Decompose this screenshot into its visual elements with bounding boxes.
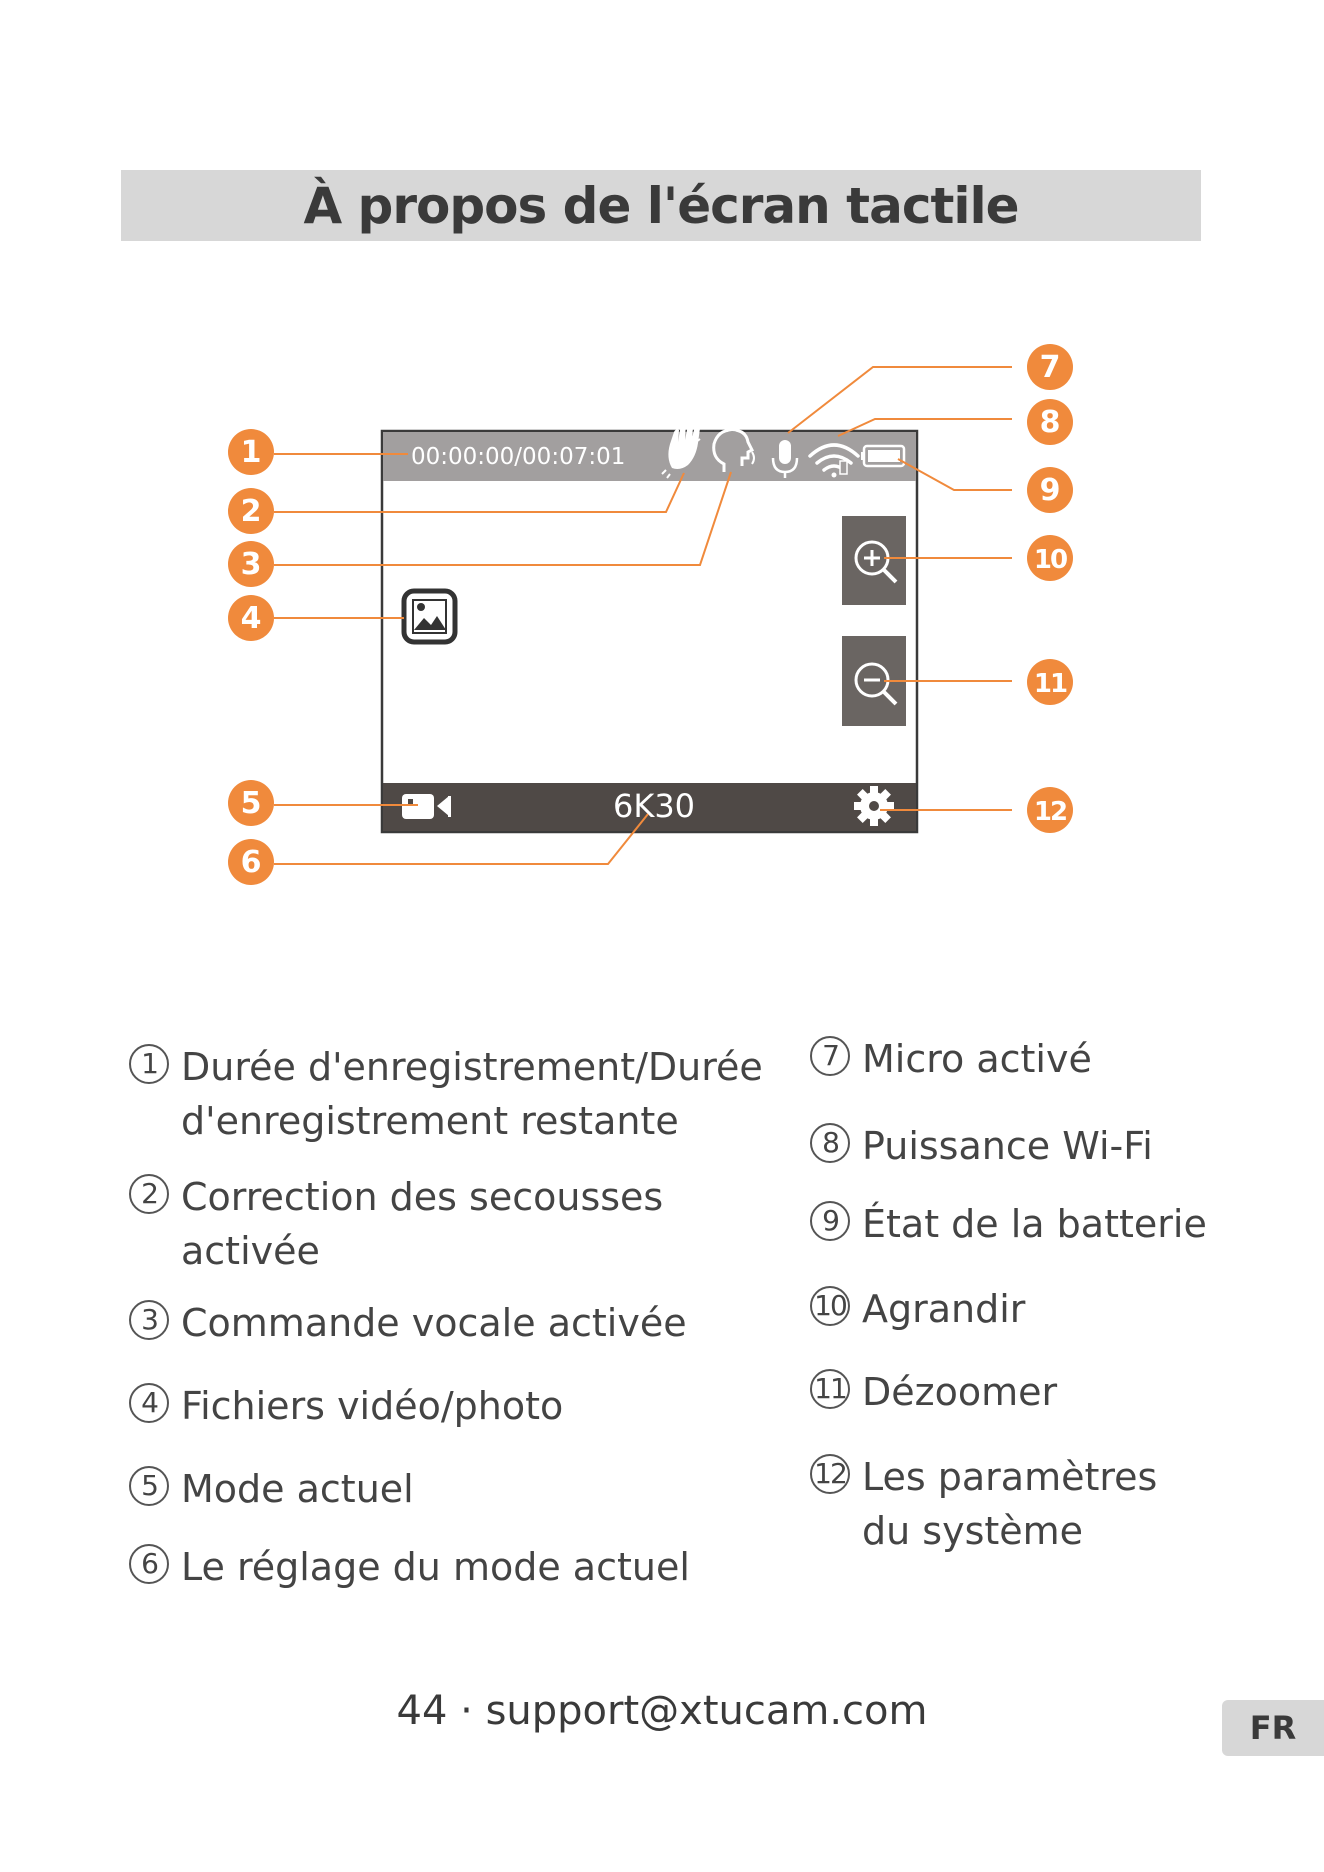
svg-text:6: 6 <box>241 845 262 880</box>
svg-text:2: 2 <box>241 494 262 529</box>
callout-lines <box>274 366 1012 865</box>
legend-label: Fichiers vidéo/photo <box>181 1384 564 1428</box>
callout-4: 4 <box>228 595 274 641</box>
callout-1: 1 <box>228 429 274 475</box>
battery-icon <box>861 444 906 468</box>
legend-number: 8 <box>810 1123 850 1163</box>
page-number: 44 <box>396 1688 448 1734</box>
legend-number: 9 <box>810 1201 850 1241</box>
svg-text:9: 9 <box>1040 473 1061 508</box>
title-bar: À propos de l'écran tactile <box>121 170 1201 241</box>
legend-number: 12 <box>810 1454 850 1494</box>
language-label: FR <box>1249 1709 1297 1747</box>
video-camera-icon[interactable] <box>402 794 451 819</box>
callout-2: 2 <box>228 488 274 534</box>
hand-shake-icon <box>661 417 701 479</box>
svg-text:7: 7 <box>1040 350 1061 385</box>
resolution-setting[interactable]: 6K30 <box>613 787 695 825</box>
gear-icon[interactable] <box>854 786 894 826</box>
legend-label: Le réglage du mode actuel <box>181 1545 690 1589</box>
legend-label: État de la batterie <box>862 1202 1207 1246</box>
zoom-in-button[interactable] <box>842 516 906 605</box>
legend-number: 10 <box>810 1286 850 1326</box>
legend-label: Commande vocale activée <box>181 1301 687 1345</box>
callout-6: 6 <box>228 839 274 885</box>
callout-5: 5 <box>228 780 274 826</box>
legend-label: Dézoomer <box>862 1370 1058 1414</box>
svg-text:4: 4 <box>241 601 262 636</box>
callout-7: 7 <box>1027 344 1073 390</box>
callout-11: 11 <box>1027 659 1073 705</box>
legend-label: Puissance Wi-Fi <box>862 1124 1153 1168</box>
recording-time: 00:00:00/00:07:01 <box>411 444 625 470</box>
support-email[interactable]: support@xtucam.com <box>485 1688 928 1734</box>
svg-text:5: 5 <box>241 786 262 821</box>
microphone-icon <box>771 440 799 478</box>
voice-head-icon <box>712 428 755 472</box>
wifi-icon <box>808 443 860 478</box>
legend-number: 5 <box>129 1466 169 1506</box>
legend-label: Mode actuel <box>181 1467 414 1511</box>
callout-9: 9 <box>1027 467 1073 513</box>
legend-number: 1 <box>129 1044 169 1084</box>
footer-separator: · <box>460 1688 473 1734</box>
svg-text:8: 8 <box>1040 405 1061 440</box>
legend-label: Agrandir <box>862 1287 1026 1331</box>
legend-number: 11 <box>810 1369 850 1409</box>
callout-3: 3 <box>228 541 274 587</box>
legend-number: 3 <box>129 1300 169 1340</box>
language-tab: FR <box>1222 1700 1324 1756</box>
svg-text:3: 3 <box>241 547 262 582</box>
gallery-icon[interactable] <box>401 588 458 645</box>
callout-12: 12 <box>1027 787 1073 833</box>
legend-number: 4 <box>129 1383 169 1423</box>
footer: 44 · support@xtucam.com <box>0 1688 1324 1734</box>
bottom-bar <box>383 783 916 831</box>
page-title: À propos de l'écran tactile <box>303 176 1019 235</box>
legend-number: 2 <box>129 1174 169 1214</box>
svg-text:10: 10 <box>1034 545 1067 575</box>
legend-label: Micro activé <box>862 1037 1092 1081</box>
screen-frame <box>380 429 919 834</box>
legend-number: 6 <box>129 1544 169 1584</box>
touchscreen-diagram: 00:00:00/00:07:01 <box>228 344 1073 885</box>
svg-text:12: 12 <box>1034 797 1066 827</box>
svg-text:1: 1 <box>241 435 262 470</box>
callout-10: 10 <box>1027 535 1073 581</box>
callout-8: 8 <box>1027 399 1073 445</box>
legend-number: 7 <box>810 1036 850 1076</box>
svg-text:11: 11 <box>1034 669 1067 699</box>
